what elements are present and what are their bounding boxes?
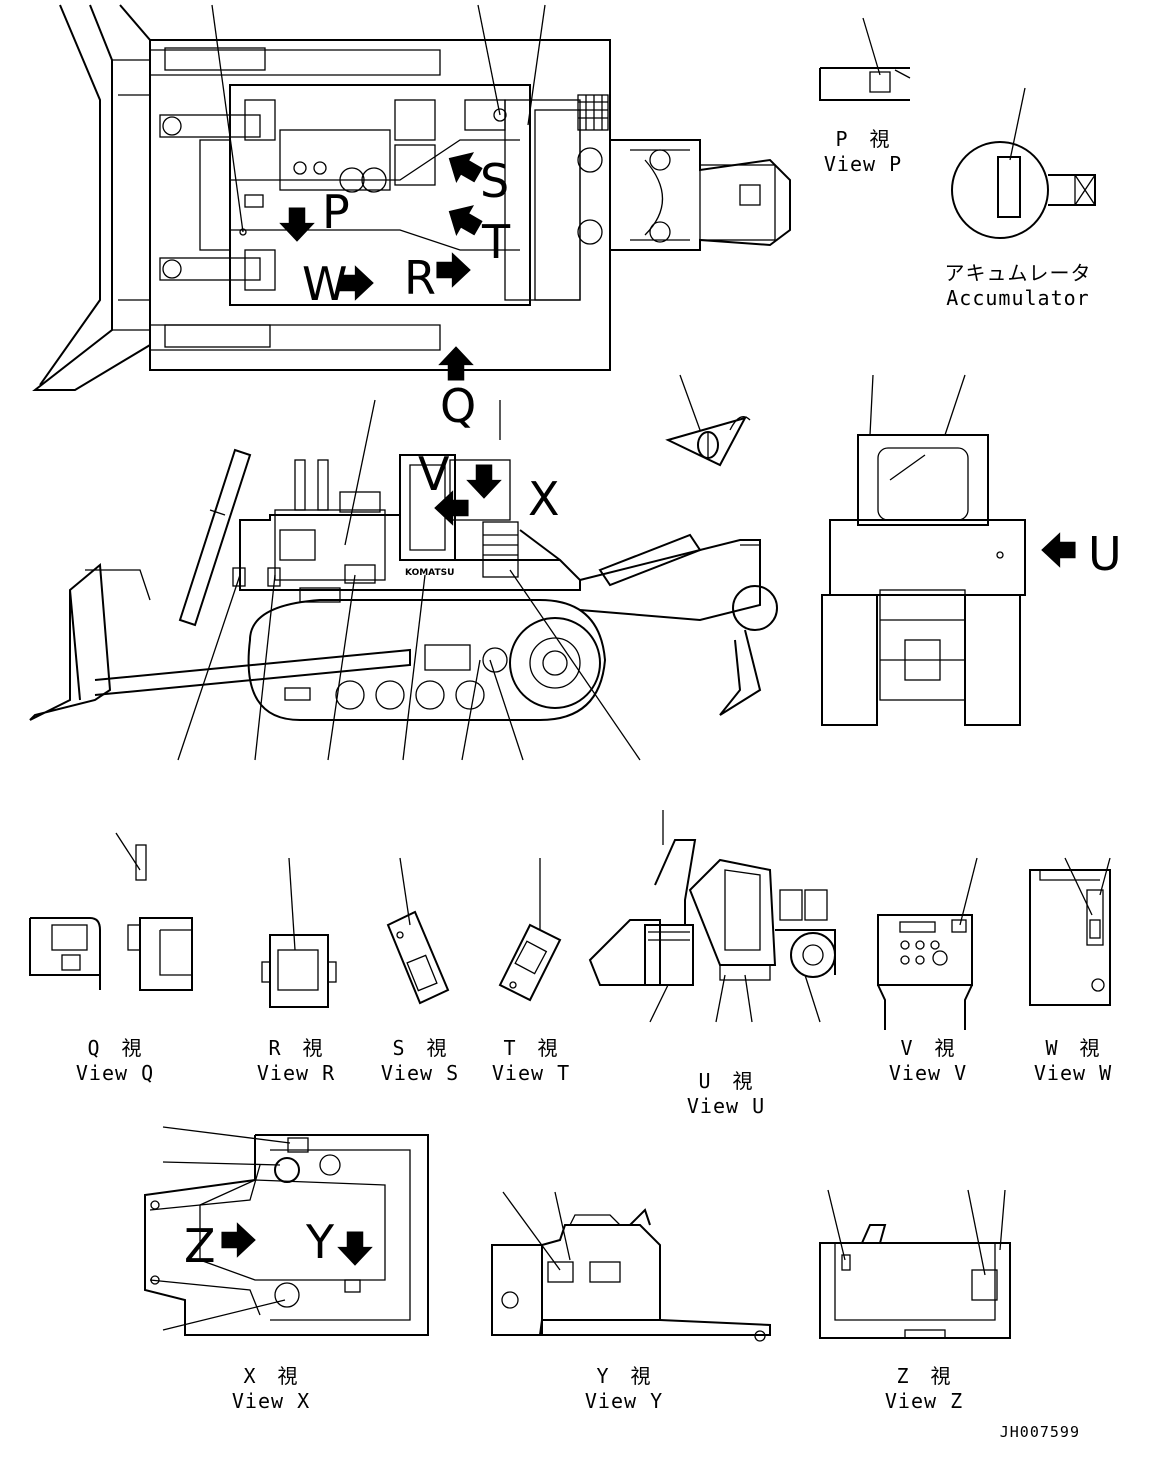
caption-view-u-jp: U 視 xyxy=(698,1069,753,1093)
caption-view-t-en: View T xyxy=(492,1061,570,1085)
view-w-detail xyxy=(1029,857,1111,1006)
view-letter-y: Y xyxy=(305,1215,335,1269)
view-z-detail xyxy=(819,1189,1011,1339)
view-letter-x: X xyxy=(528,472,560,526)
caption-view-r-en: View R xyxy=(257,1061,335,1085)
view-p-detail xyxy=(819,17,911,101)
caption-view-y-en: View Y xyxy=(585,1389,663,1413)
view-u-detail xyxy=(588,810,836,1023)
view-letter-z: Z xyxy=(184,1219,216,1273)
view-t-detail xyxy=(498,858,562,1002)
caption-view-y-jp: Y 視 xyxy=(596,1364,651,1388)
caption-view-s-en: View S xyxy=(381,1061,459,1085)
caption-view-t-jp: T 視 xyxy=(503,1036,558,1060)
caption-view-q-en: View Q xyxy=(76,1061,154,1085)
drawing-number: JH007599 xyxy=(1000,1423,1080,1441)
caption-view-z-jp: Z 視 xyxy=(896,1364,951,1388)
view-letter-r: R xyxy=(404,251,436,305)
view-letter-q: Q xyxy=(440,379,476,433)
caption-view-q-jp: Q 視 xyxy=(87,1036,142,1060)
caption-view-p-jp: P 視 xyxy=(835,127,890,151)
top-view: P S T W R Q xyxy=(32,4,791,433)
caption-view-w-en: View W xyxy=(1034,1061,1112,1085)
caption-view-x-en: View X xyxy=(232,1389,310,1413)
triangle-decal-detail xyxy=(665,374,751,467)
caption-view-p-en: View P xyxy=(824,152,902,176)
view-x-detail: Z Y xyxy=(144,1126,429,1336)
caption-view-r-jp: R 視 xyxy=(268,1036,323,1060)
caption-view-u-en: View U xyxy=(687,1094,765,1118)
view-y-detail xyxy=(491,1191,771,1342)
view-letter-t: T xyxy=(481,215,511,269)
caption-view-w-jp: W 視 xyxy=(1045,1036,1100,1060)
view-v-detail xyxy=(877,857,978,1030)
rear-view: U xyxy=(821,374,1122,726)
caption-accumulator-jp: アキュムレータ xyxy=(945,261,1092,285)
side-view: KOMATSU V X xyxy=(29,399,778,761)
view-s-detail xyxy=(386,857,450,1005)
view-letter-v: V xyxy=(418,447,450,501)
caption-view-s-jp: S 視 xyxy=(392,1036,447,1060)
view-letter-u: U xyxy=(1088,527,1122,581)
caption-view-v-en: View V xyxy=(889,1061,967,1085)
caption-accumulator-en: Accumulator xyxy=(946,286,1089,310)
caption-view-z-en: View Z xyxy=(885,1389,963,1413)
view-letter-s: S xyxy=(480,154,509,208)
view-q-detail xyxy=(29,832,193,991)
brand-mark: KOMATSU xyxy=(405,568,454,578)
view-letter-p: P xyxy=(322,185,350,239)
view-r-detail xyxy=(261,857,337,1008)
view-letter-w: W xyxy=(302,257,347,311)
caption-view-v-jp: V 視 xyxy=(900,1036,955,1060)
caption-view-x-jp: X 視 xyxy=(243,1364,298,1388)
view-captions: P 視 View P アキュムレータ Accumulator Q 視 View … xyxy=(76,127,1112,1413)
accumulator-detail xyxy=(951,87,1096,239)
